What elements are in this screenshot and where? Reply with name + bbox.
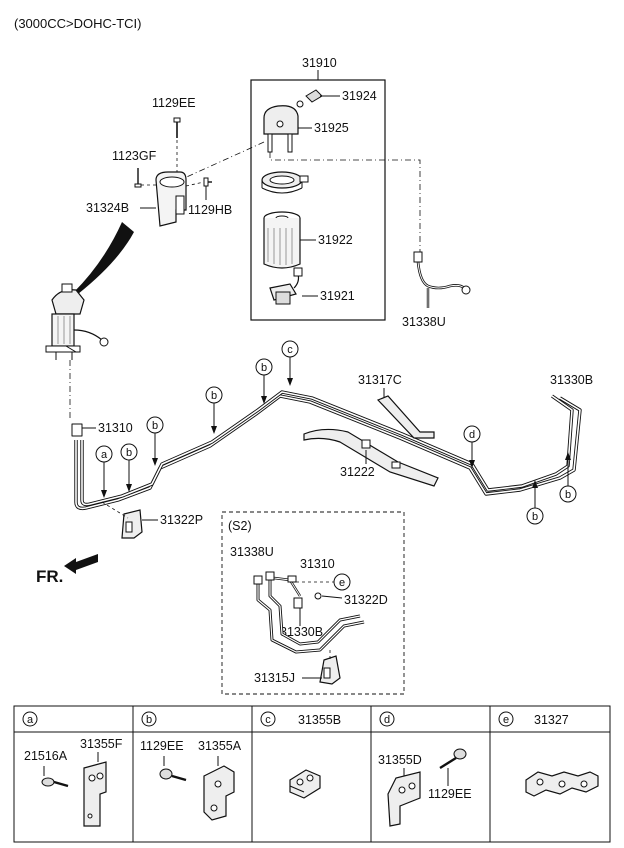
bolt-1129EE-icon [173, 117, 181, 138]
engine-title: (3000CC>DOHC-TCI) [14, 16, 142, 31]
legend-a-31355F: 31355F [80, 737, 123, 751]
s2-label-31330B: 31330B [280, 625, 323, 639]
svg-text:d: d [469, 429, 475, 441]
s2-callout-e: e [333, 573, 351, 591]
legend-d-31355D: 31355D [378, 753, 422, 767]
fuel-filter-assembly: 31910 31924 31925 [250, 56, 386, 321]
protector-31222-icon [303, 428, 439, 487]
water-sensor-31921-icon [269, 267, 318, 305]
screw-1123GF-icon [134, 168, 142, 188]
legend-b-31355A: 31355A [198, 739, 242, 753]
label-31322P: 31322P [160, 513, 203, 527]
label-31910: 31910 [302, 56, 337, 70]
svg-text:c: c [287, 344, 293, 356]
label-31317C: 31317C [358, 373, 402, 387]
callout-c: c [281, 340, 299, 386]
main-fuel-lines [71, 390, 582, 511]
callout-b-4: b [120, 443, 138, 492]
filter-cartridge-31922-icon [263, 211, 316, 269]
clip-31355D-icon [387, 768, 421, 827]
callout-d: d [463, 425, 481, 468]
bracket-31324B-icon [155, 171, 187, 227]
bolt-1129EE-legend-icon [159, 756, 187, 782]
label-1123GF: 1123GF [112, 149, 157, 163]
s2-label-31322D: 31322D [344, 593, 388, 607]
s2-label-31315J: 31315J [254, 671, 295, 685]
label-31925: 31925 [314, 121, 349, 135]
svg-text:b: b [126, 447, 132, 459]
legend-title-31355B: 31355B [298, 713, 341, 727]
clip-31327-icon [525, 771, 599, 797]
bracket-31315J-icon [319, 655, 341, 685]
screw-1129HB-icon [185, 177, 212, 200]
svg-text:b: b [211, 390, 217, 402]
hose-31338U-icon [413, 251, 471, 308]
legend-a-21516A: 21516A [24, 749, 68, 763]
clip-31355B-icon [289, 769, 321, 799]
seal-ring-icon [261, 171, 309, 194]
s2-label-31338U: 31338U [230, 545, 274, 559]
assembled-filter-icon [45, 283, 109, 360]
label-31338U: 31338U [402, 315, 446, 329]
label-31922: 31922 [318, 233, 353, 247]
svg-text:c: c [265, 714, 271, 726]
bracket-31322P-icon [121, 509, 143, 539]
callout-b-5: b [526, 480, 544, 525]
svg-text:a: a [27, 714, 34, 726]
label-31330B: 31330B [550, 373, 593, 387]
label-31222: 31222 [340, 465, 375, 479]
filter-head-31925-icon [263, 105, 312, 153]
legend-header-a: a [22, 711, 38, 727]
bolt-21516A-icon [41, 766, 69, 788]
svg-text:e: e [339, 577, 345, 589]
legend-header-c: c 31355B [260, 711, 341, 727]
svg-text:b: b [532, 511, 538, 523]
bracket-31317C-icon [376, 395, 435, 439]
label-31310: 31310 [98, 421, 133, 435]
legend-header-d: d [379, 711, 395, 727]
label-31324B: 31324B [86, 201, 129, 215]
detail-s2: (S2) 31338U 31310 31322D 31330B 31315J e [221, 511, 405, 695]
s2-title: (S2) [228, 519, 252, 533]
callout-a: a [95, 445, 113, 498]
svg-text:b: b [261, 362, 267, 374]
callout-b-6: b [559, 452, 577, 503]
callouts-main: c b b b b a [95, 340, 577, 525]
svg-text:b: b [152, 420, 158, 432]
detail-pointer-arrow [74, 222, 134, 294]
label-1129EE: 1129EE [152, 96, 196, 110]
clip-31355F-icon [83, 752, 107, 827]
legend-header-e: e 31327 [498, 711, 569, 727]
callout-b-1: b [255, 358, 273, 404]
svg-text:b: b [565, 489, 571, 501]
svg-text:e: e [503, 714, 509, 726]
s2-box [221, 511, 405, 695]
front-arrow-icon [64, 554, 98, 574]
s2-fuel-lines [256, 576, 365, 654]
svg-text:d: d [384, 714, 390, 726]
part-31924-icon [296, 89, 340, 108]
label-1129HB: 1129HB [188, 203, 232, 217]
filter-kit-box [250, 79, 386, 321]
label-31924: 31924 [342, 89, 377, 103]
bolt-1129EE-d-icon [439, 748, 467, 786]
legend-table: a b c 31355B d e 31327 21516A 31355F [13, 705, 611, 843]
legend-d-1129EE: 1129EE [428, 787, 472, 801]
legend-b-1129EE: 1129EE [140, 739, 184, 753]
svg-text:b: b [146, 714, 152, 726]
legend-title-31327: 31327 [534, 713, 569, 727]
callout-b-2: b [205, 386, 223, 434]
front-direction-label: FR. [36, 567, 63, 586]
clip-31355A-icon [203, 756, 235, 821]
svg-text:a: a [101, 449, 108, 461]
label-31921: 31921 [320, 289, 355, 303]
legend-header-b: b [141, 711, 157, 727]
callout-b-3: b [146, 416, 164, 466]
s2-label-31310: 31310 [300, 557, 335, 571]
